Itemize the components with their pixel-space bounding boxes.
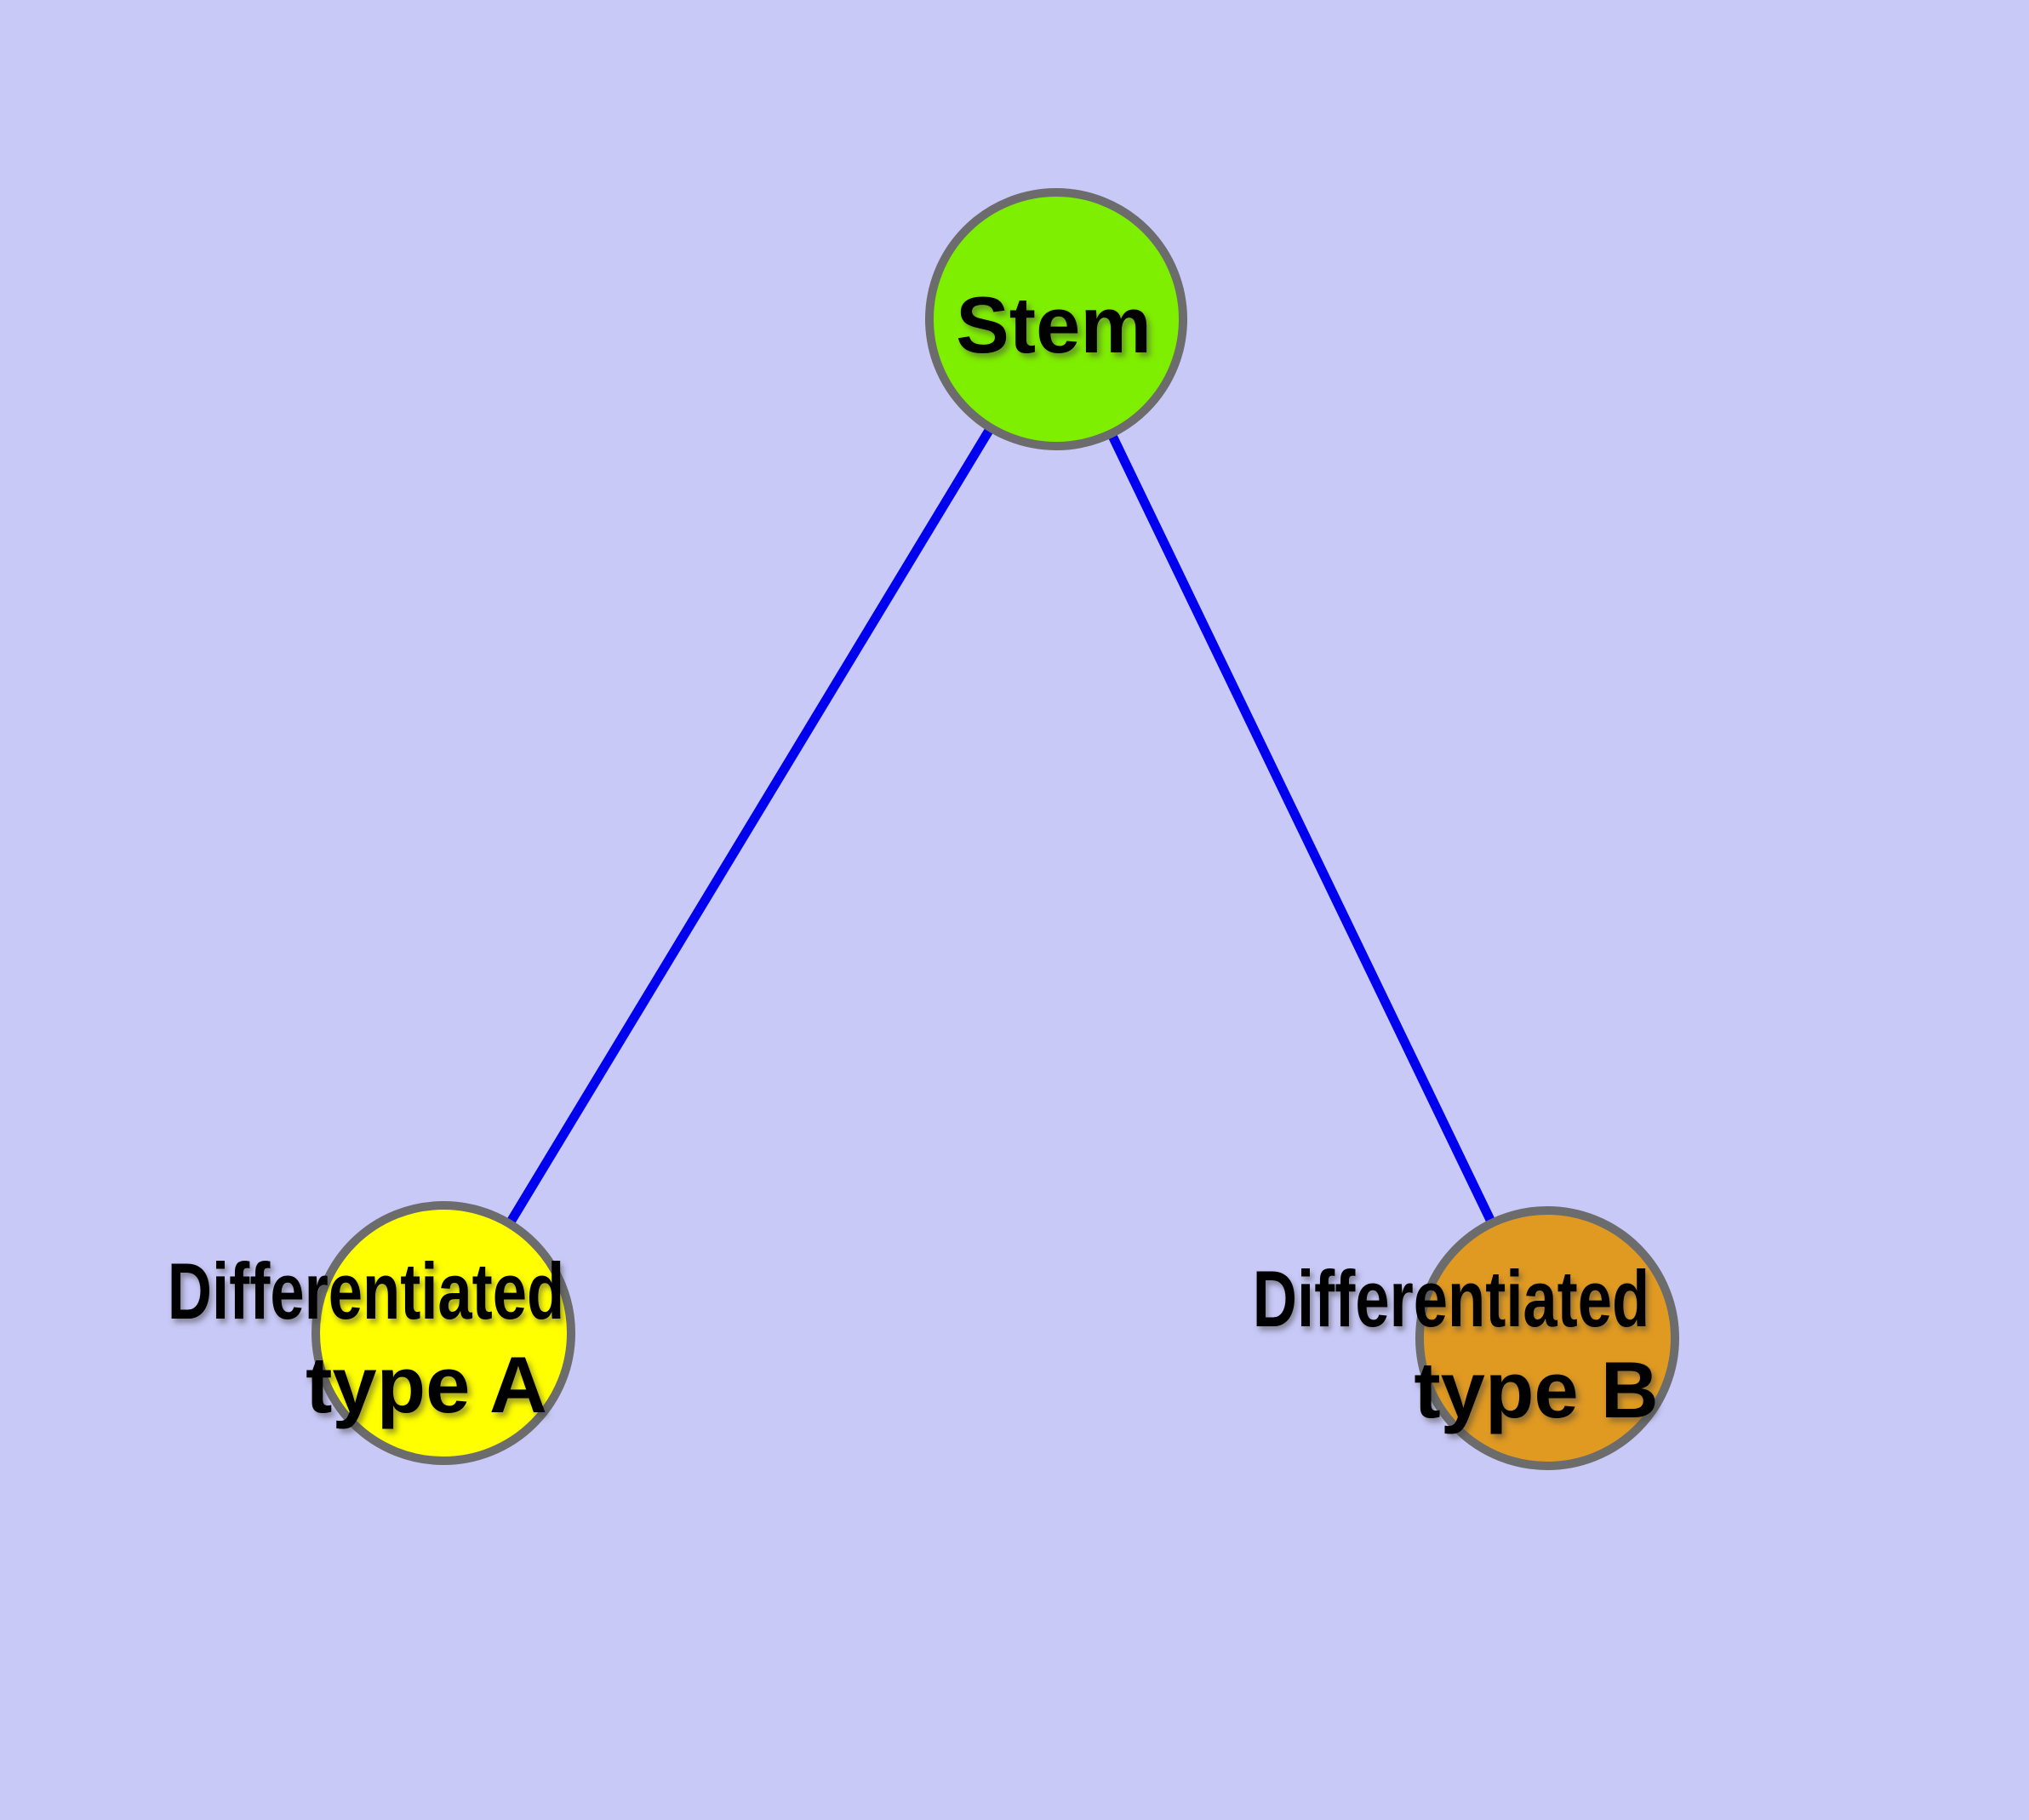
node-type-a-label-line2-text: type A <box>306 1340 547 1429</box>
node-type-a-label-line1-text: Differentiated <box>167 1246 565 1336</box>
node-type-b-label-line1-text: Differentiated <box>1252 1254 1650 1343</box>
node-type-a-label-line2: type A <box>306 1345 547 1425</box>
node-stem-label-text: Stem <box>956 280 1152 369</box>
node-type-b-label-line1: Differentiated <box>1193 1259 1709 1339</box>
edge-stem-to-type-b <box>1052 317 1552 1341</box>
node-type-b-label-line2: type B <box>1414 1350 1658 1430</box>
edge-stem-to-type-a <box>439 317 1060 1336</box>
node-stem <box>925 188 1187 450</box>
node-differentiated-type-b <box>1415 1206 1679 1470</box>
node-stem-label: Stem <box>956 285 1152 365</box>
node-type-b-label-line2-text: type B <box>1414 1345 1659 1434</box>
node-type-a-label-line1: Differentiated <box>108 1251 624 1331</box>
node-differentiated-type-a <box>311 1201 575 1465</box>
